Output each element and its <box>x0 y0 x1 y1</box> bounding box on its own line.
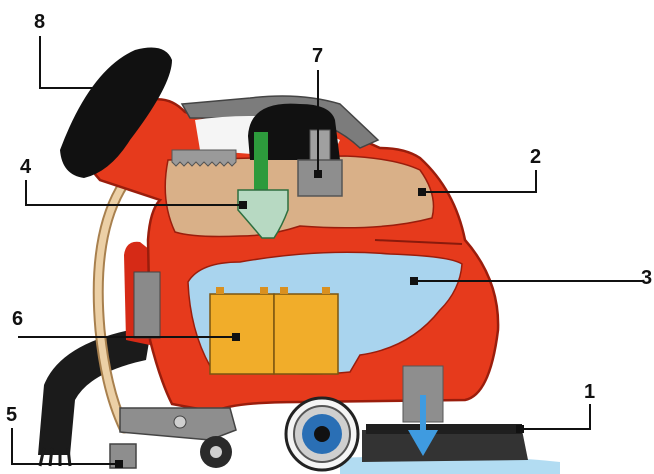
frame-bolt <box>174 416 186 428</box>
battery-pack <box>210 287 338 374</box>
water-flow-shaft <box>420 395 426 435</box>
main-wheel-axle <box>314 426 330 442</box>
callout-label-6: 6 <box>12 309 23 329</box>
marker-5 <box>115 460 123 468</box>
caster-hub <box>210 446 222 458</box>
leader-1 <box>524 404 590 429</box>
brush-deck <box>362 430 528 462</box>
solution-pump-stem <box>310 130 330 164</box>
callout-label-4: 4 <box>20 157 31 177</box>
solution-valve-stem <box>254 132 268 192</box>
marker-2 <box>418 188 426 196</box>
callout-label-1: 1 <box>584 382 595 402</box>
callout-label-3: 3 <box>641 268 652 288</box>
control-panel <box>134 272 160 338</box>
callout-label-5: 5 <box>6 405 17 425</box>
marker-3 <box>410 277 418 285</box>
rear-squeegee <box>38 330 150 455</box>
callout-label-8: 8 <box>34 12 45 32</box>
callout-label-2: 2 <box>530 147 541 167</box>
marker-6 <box>232 333 240 341</box>
marker-4 <box>239 201 247 209</box>
callout-label-7: 7 <box>312 46 323 66</box>
marker-7 <box>314 170 322 178</box>
brush-deck-top <box>366 424 522 434</box>
marker-1 <box>516 425 524 433</box>
